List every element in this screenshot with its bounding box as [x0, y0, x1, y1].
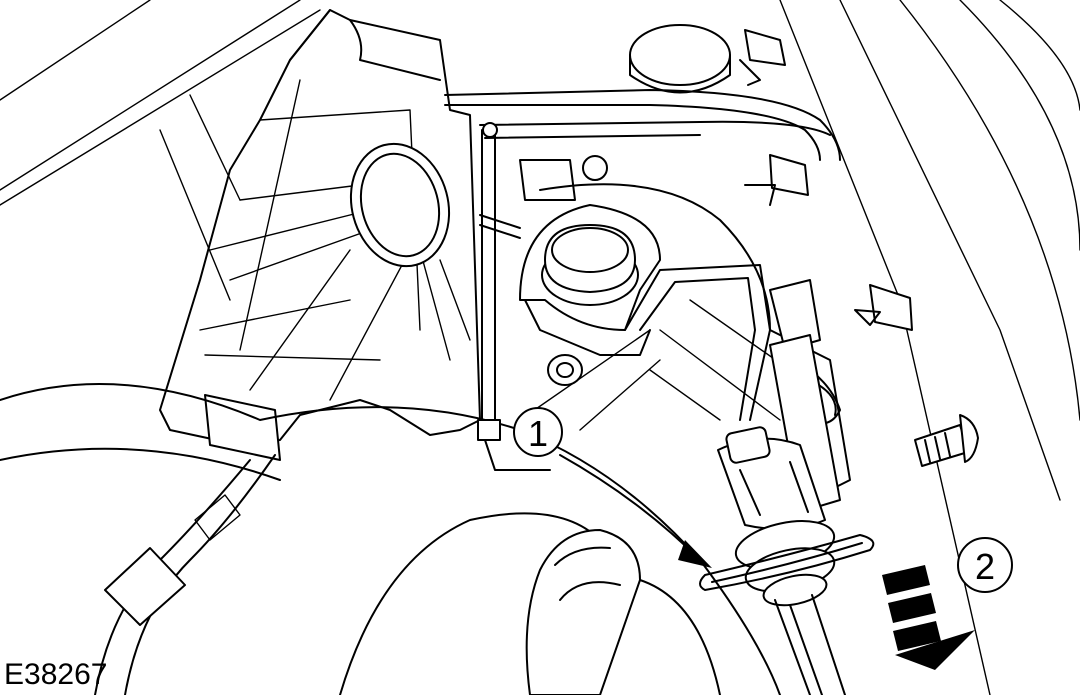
air-intake-duct: [0, 383, 781, 695]
figure-reference-code: E38267: [4, 658, 107, 691]
pull-direction-arrow: [882, 565, 975, 670]
callout-2: 2: [957, 537, 1013, 593]
wiring-loom: [94, 454, 276, 695]
bulb-holder: [717, 334, 846, 695]
retaining-clip: [699, 534, 875, 591]
callout-1-label: 1: [528, 413, 548, 454]
mounting-bracket: [477, 122, 851, 491]
upper-support-bar: [444, 24, 913, 331]
headlamp-housing: [159, 9, 481, 461]
screw: [914, 414, 979, 467]
callout-1: 1: [513, 407, 712, 568]
callout-2-label: 2: [975, 546, 995, 587]
